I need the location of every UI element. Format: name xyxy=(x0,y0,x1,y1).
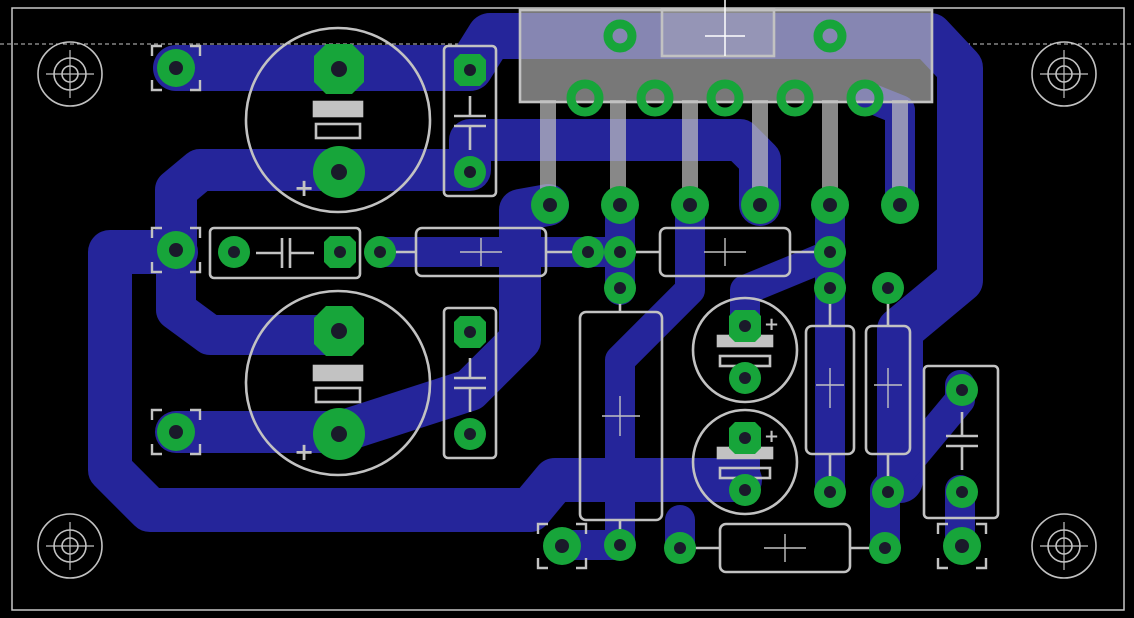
plus-marker-small-top: + xyxy=(764,314,779,335)
film-capacitor-mid xyxy=(442,306,498,460)
pad-ecap-bot-2 xyxy=(729,474,761,506)
mounting-hole-bottom-left xyxy=(37,513,103,579)
pad-r1-left xyxy=(364,236,396,268)
resistor-1 xyxy=(380,226,588,278)
film-capacitor-top xyxy=(442,44,498,198)
electrolytic-capacitor-top xyxy=(244,26,432,214)
small-pads xyxy=(218,54,978,564)
film-capacitor-horizontal xyxy=(208,226,362,280)
pad-rv-right-bottom xyxy=(872,476,904,508)
mounting-hole-top-left xyxy=(37,41,103,107)
electrolytic-capacitor-bottom xyxy=(244,289,432,477)
plus-marker-small-bottom: + xyxy=(764,426,779,447)
ic-top-pad-1 xyxy=(603,19,637,53)
connector-pad-out-right xyxy=(943,527,981,565)
pad-film-right-2 xyxy=(946,476,978,508)
pad-film-h-1 xyxy=(218,236,250,268)
cap-pad-top-positive xyxy=(314,44,364,94)
pad-r3-right xyxy=(869,532,901,564)
resistor-vertical-left xyxy=(804,290,856,490)
ic-pad-c xyxy=(706,79,744,117)
trace-left-loop xyxy=(88,230,762,532)
pad-power-res-bottom xyxy=(604,529,636,561)
cap-pad-top-negative xyxy=(313,146,365,198)
polarity-markers: + + + + xyxy=(294,174,779,466)
pad-r1-right xyxy=(572,236,604,268)
ic-pad-a xyxy=(566,79,604,117)
pad-rv-right-top xyxy=(872,272,904,304)
pad-ic-4 xyxy=(741,186,779,224)
connector-pad-2 xyxy=(157,231,195,269)
ic-row-pads xyxy=(566,19,884,117)
pad-ecap-bot-1 xyxy=(729,422,761,454)
pad-r3-left xyxy=(664,532,696,564)
pad-ic-2 xyxy=(601,186,639,224)
plus-marker-top: + xyxy=(294,174,314,202)
pad-ecap-top-1 xyxy=(729,310,761,342)
pad-film-right-1 xyxy=(946,374,978,406)
ic-pad-d xyxy=(776,79,814,117)
pad-film-mid-1 xyxy=(454,316,486,348)
plus-marker-bottom: + xyxy=(294,438,314,466)
pad-rv-left-top xyxy=(814,272,846,304)
cap-pad-bottom-positive xyxy=(314,306,364,356)
pad-ecap-top-2 xyxy=(729,362,761,394)
ic-package xyxy=(518,0,934,200)
ic-top-pad-2 xyxy=(813,19,847,53)
film-capacitor-right xyxy=(922,364,1000,520)
mounting-hole-bottom-right xyxy=(1031,513,1097,579)
resistor-3 xyxy=(680,522,885,574)
pad-ic-1 xyxy=(531,186,569,224)
connector-brackets xyxy=(150,44,988,570)
pad-film-top-1 xyxy=(454,54,486,86)
connector-pad-1 xyxy=(157,49,195,87)
pad-ic-5 xyxy=(811,186,849,224)
pad-rv-left-bottom xyxy=(814,476,846,508)
trace-col-3 xyxy=(605,190,705,560)
ic-pad-e xyxy=(846,79,884,117)
ic-pad-b xyxy=(636,79,674,117)
pad-r2-right xyxy=(814,236,846,268)
pad-film-top-2 xyxy=(454,156,486,188)
pad-power-res-top xyxy=(604,272,636,304)
pad-ic-3 xyxy=(671,186,709,224)
cap-pad-bottom-negative xyxy=(313,408,365,460)
connector-pad-out-left xyxy=(543,527,581,565)
pad-film-h-2 xyxy=(324,236,356,268)
pad-r2-left xyxy=(604,236,636,268)
pad-ic-6 xyxy=(881,186,919,224)
pads xyxy=(157,19,981,565)
trace-mid-left xyxy=(156,235,360,355)
mounting-hole-top-right xyxy=(1031,41,1097,107)
pad-film-mid-2 xyxy=(454,418,486,450)
connector-pad-3 xyxy=(157,413,195,451)
